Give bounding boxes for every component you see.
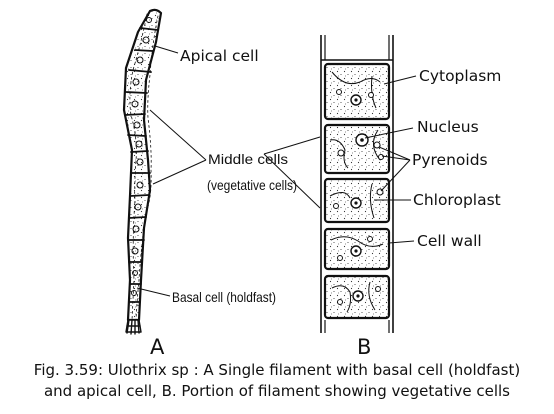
label-cytoplasm: Cytoplasm: [419, 67, 501, 85]
cell-b4: [323, 227, 391, 271]
leader-middle-a1: [149, 109, 207, 161]
label-middle-cells-line1: Middle cells: [208, 151, 288, 167]
caption-line-2: and apical cell, B. Portion of filament …: [43, 382, 510, 400]
leader-pyrenoids-3: [380, 159, 411, 192]
leader-nucleus: [364, 127, 414, 139]
caption-line-1: Fig. 3.59: Ulothrix sp : A Single filame…: [33, 361, 521, 379]
leader-middle-a2: [152, 159, 207, 185]
holdfast: [125, 319, 142, 335]
figure-caption: Fig. 3.59: Ulothrix sp : A Single filame…: [0, 360, 554, 402]
cell-b1: [323, 62, 391, 121]
panel-letter-a: A: [150, 335, 165, 359]
label-middle-cells-line2: (vegetative cells): [207, 177, 297, 193]
leader-pyrenoids-1: [378, 146, 411, 161]
leader-middle-b2: [263, 153, 321, 209]
leader-pyrenoids-2: [381, 155, 411, 161]
label-nucleus: Nucleus: [417, 118, 479, 136]
filament-b: [320, 35, 394, 333]
label-chloroplast: Chloroplast: [413, 191, 501, 209]
filament-cross-walls: [124, 27, 159, 303]
leader-cytoplasm: [383, 75, 417, 85]
cell-b3: [323, 177, 391, 224]
filament-body: [122, 8, 163, 322]
label-pyrenoids: Pyrenoids: [412, 151, 488, 169]
leaders-b: [364, 75, 417, 244]
leader-basal-cell: [136, 287, 171, 297]
leader-apical-cell: [154, 45, 179, 54]
leader-middle-b1: [263, 136, 321, 155]
filament-nuclei: [131, 17, 152, 296]
leaders-a: [136, 45, 321, 297]
label-apical-cell: Apical cell: [180, 47, 259, 65]
panel-letter-b: B: [357, 335, 371, 359]
cell-b5: [323, 274, 391, 320]
filament-a: [122, 8, 163, 335]
cell-b2: [323, 123, 391, 175]
leader-cell-wall: [388, 240, 415, 244]
label-basal-cell: Basal cell (holdfast): [172, 289, 276, 305]
label-cell-wall: Cell wall: [417, 232, 482, 250]
